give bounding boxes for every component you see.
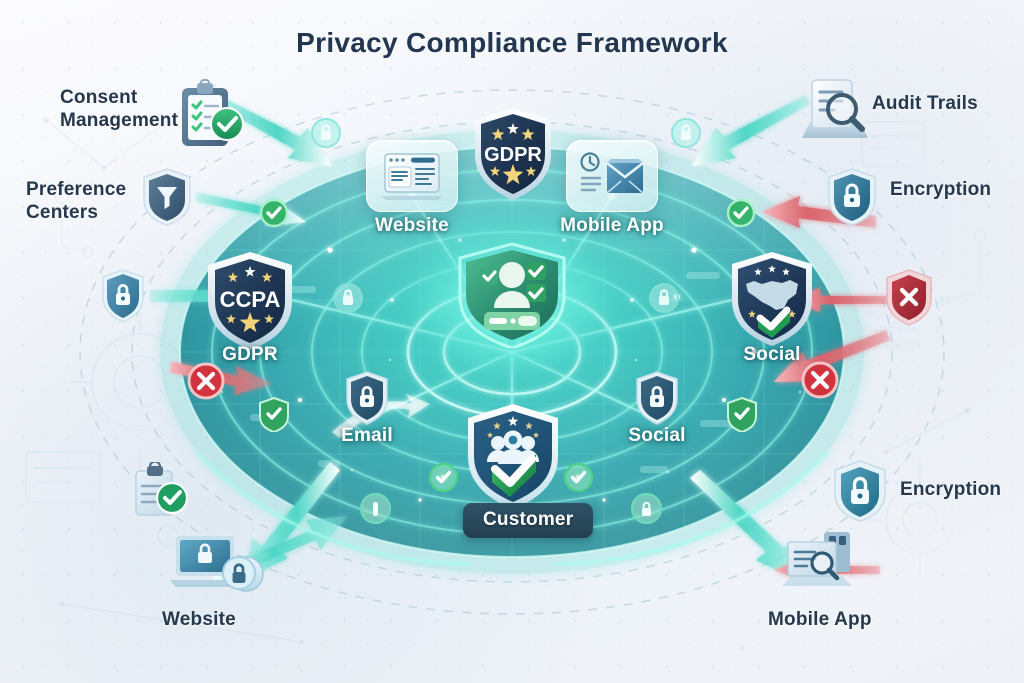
check-badge-icon[interactable] xyxy=(563,462,594,493)
arrow-shieldx-blocked xyxy=(788,288,896,312)
page-title: Privacy Compliance Framework xyxy=(296,27,728,58)
ccpa-shield-text: CCPA xyxy=(220,287,281,312)
shield-lock-icon[interactable] xyxy=(344,370,390,431)
label-customer: Customer xyxy=(463,503,594,539)
check-badge-icon[interactable] xyxy=(259,198,289,228)
lock-badge-icon[interactable] xyxy=(220,554,258,592)
label-encryption-top: Encryption xyxy=(890,179,992,200)
label-social-bottom: Social xyxy=(628,425,686,446)
arrow-consent-inbound xyxy=(214,95,332,166)
shield-ccpa-icon[interactable]: CCPA xyxy=(204,250,296,357)
label-audit-trails: Audit Trails xyxy=(872,93,978,114)
label-consent-management: Consent Management xyxy=(60,87,179,132)
shield-gdpr-icon[interactable]: GDPR xyxy=(471,106,555,207)
lock-badge-icon[interactable] xyxy=(648,282,680,314)
arrow-mobileapp-outbound xyxy=(690,470,800,582)
label-ccpa-node: GDPR xyxy=(222,344,278,365)
shield-funnel-icon xyxy=(140,166,194,233)
lock-badge-icon[interactable] xyxy=(332,282,364,314)
arrow-redx-right xyxy=(774,330,890,382)
label-encryption-bottom: Encryption xyxy=(900,479,1002,500)
label-website-bottom: Website xyxy=(162,609,236,630)
x-circle-icon[interactable] xyxy=(800,360,840,400)
clipboard-check-icon xyxy=(128,460,194,531)
clipboard-check-icon xyxy=(170,78,250,163)
shield-lock-icon[interactable] xyxy=(634,370,680,431)
lock-badge-icon[interactable] xyxy=(670,117,702,149)
svg-text:0110 1110 0101: 0110 1110 0101 xyxy=(860,325,917,334)
label-email: Email xyxy=(341,425,393,446)
check-badge-icon[interactable] xyxy=(726,198,756,228)
check-shield-badge-icon[interactable] xyxy=(258,396,290,432)
shield-lock-small-icon[interactable] xyxy=(100,268,146,329)
check-shield-badge-icon[interactable] xyxy=(726,396,758,432)
shield-user-consent-icon[interactable] xyxy=(452,240,572,353)
envelope-clock-icon[interactable] xyxy=(566,140,658,212)
browser-window-icon[interactable] xyxy=(366,140,458,212)
arrow-email-internal xyxy=(332,394,430,438)
info-badge-icon[interactable] xyxy=(359,492,392,525)
check-badge-icon[interactable] xyxy=(428,462,459,493)
svg-text:1001 0100 1101: 1001 0100 1101 xyxy=(864,341,922,350)
x-circle-icon[interactable] xyxy=(186,361,226,401)
document-magnifier-icon xyxy=(778,528,864,597)
lock-badge-icon[interactable] xyxy=(310,117,342,149)
info-badge-icon[interactable] xyxy=(630,492,663,525)
gdpr-shield-text: GDPR xyxy=(484,144,542,166)
svg-text:1100 0011 1010: 1100 0011 1010 xyxy=(860,309,917,318)
shield-people-check-icon[interactable] xyxy=(464,402,562,519)
arrow-audit-inbound xyxy=(692,95,810,166)
label-website: Website xyxy=(375,215,449,236)
shield-map-check-icon[interactable] xyxy=(728,250,816,353)
shield-lock-icon xyxy=(832,458,888,529)
shield-lock-icon xyxy=(826,166,878,233)
label-mobile-app-bottom: Mobile App xyxy=(768,609,872,630)
label-social-right: Social xyxy=(743,344,801,365)
document-magnifier-icon xyxy=(798,74,872,155)
shield-x-icon[interactable] xyxy=(884,268,934,333)
label-preference-centers: Preference Centers xyxy=(26,179,127,224)
